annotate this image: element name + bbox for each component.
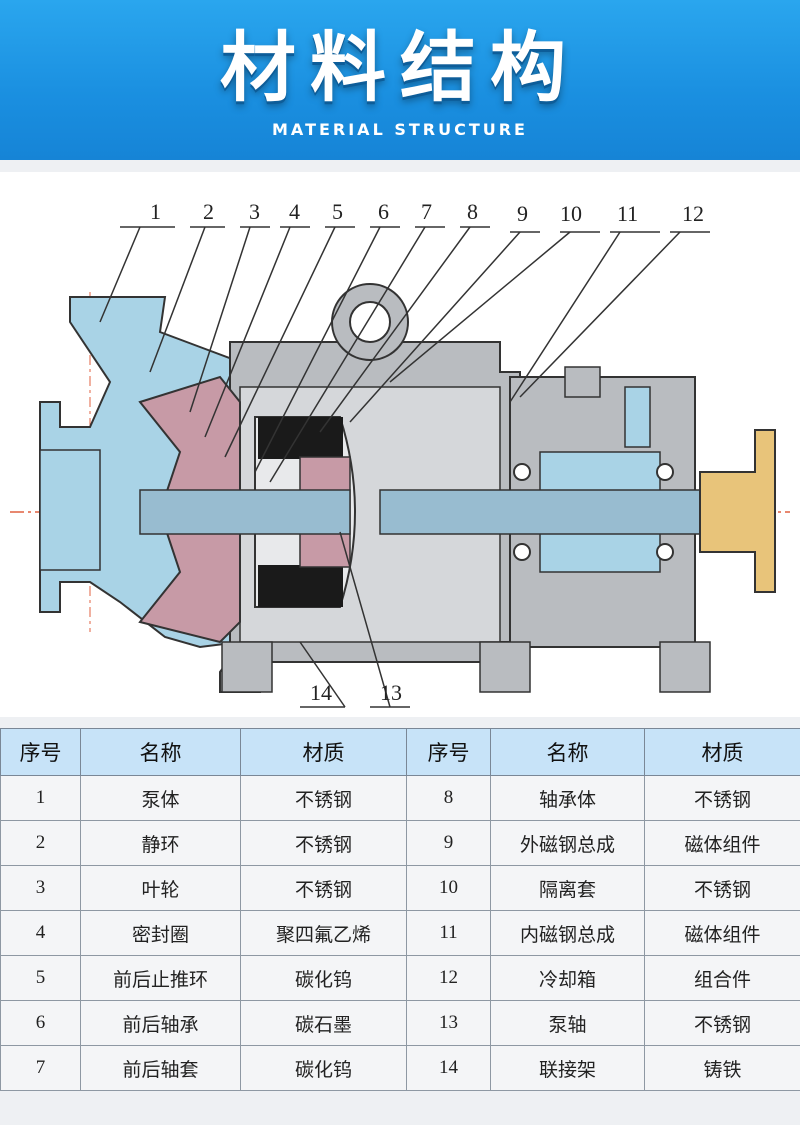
bearing-ball <box>513 463 531 481</box>
cell-index: 5 <box>0 955 81 1001</box>
cell-name: 前后轴套 <box>80 1045 241 1091</box>
pump-shaft <box>139 489 351 535</box>
cell-index: 12 <box>406 955 491 1001</box>
header-name: 名称 <box>490 728 645 776</box>
oil-tube <box>624 386 651 448</box>
cell-material: 碳化钨 <box>240 1045 407 1091</box>
page-subtitle: MATERIAL STRUCTURE <box>272 120 528 139</box>
cell-name: 泵体 <box>80 775 241 821</box>
table-row: 7 前后轴套 碳化钨 14 联接架 铸铁 <box>0 1045 800 1091</box>
callout-9: 9 <box>517 201 528 226</box>
cell-name: 隔离套 <box>490 865 645 911</box>
cell-index: 8 <box>406 775 491 821</box>
cell-name: 静环 <box>80 820 241 866</box>
middle-foot <box>479 641 531 693</box>
cell-index: 4 <box>0 910 81 956</box>
cell-material: 聚四氟乙烯 <box>240 910 407 956</box>
callout-8: 8 <box>467 199 478 224</box>
header-banner: 材料结构 MATERIAL STRUCTURE <box>0 0 800 160</box>
table-row: 4 密封圈 聚四氟乙烯 11 内磁钢总成 磁体组件 <box>0 910 800 956</box>
table-row: 3 叶轮 不锈钢 10 隔离套 不锈钢 <box>0 865 800 911</box>
callout-11: 11 <box>617 201 638 226</box>
cell-material: 不锈钢 <box>240 775 407 821</box>
cell-index: 2 <box>0 820 81 866</box>
pump-inlet <box>39 449 101 571</box>
cell-name: 前后止推环 <box>80 955 241 1001</box>
coupling <box>699 429 776 593</box>
cell-material: 不锈钢 <box>240 865 407 911</box>
cell-index: 7 <box>0 1045 81 1091</box>
cell-material: 不锈钢 <box>240 820 407 866</box>
table-row: 6 前后轴承 碳石墨 13 泵轴 不锈钢 <box>0 1000 800 1046</box>
material-table: 序号 名称 材质 序号 名称 材质 1 泵体 不锈钢 8 轴承体 不锈钢 2 静… <box>0 728 800 1091</box>
cell-index: 6 <box>0 1000 81 1046</box>
callout-6: 6 <box>378 199 389 224</box>
cell-material: 不锈钢 <box>644 1000 800 1046</box>
cell-index: 10 <box>406 865 491 911</box>
cell-material: 碳化钨 <box>240 955 407 1001</box>
callout-14: 14 <box>310 680 332 705</box>
cell-name: 内磁钢总成 <box>490 910 645 956</box>
table-header-row: 序号 名称 材质 序号 名称 材质 <box>0 728 800 776</box>
table-row: 5 前后止推环 碳化钨 12 冷却箱 组合件 <box>0 955 800 1001</box>
front-foot <box>221 641 273 693</box>
header-index: 序号 <box>0 728 81 776</box>
table-row: 2 静环 不锈钢 9 外磁钢总成 磁体组件 <box>0 820 800 866</box>
cell-material: 不锈钢 <box>644 865 800 911</box>
outer-magnet-bottom <box>258 565 343 607</box>
callout-1: 1 <box>150 199 161 224</box>
callout-13: 13 <box>380 680 402 705</box>
drive-shaft <box>379 489 721 535</box>
cell-index: 14 <box>406 1045 491 1091</box>
page-title: 材料结构 <box>220 23 580 112</box>
cell-material: 铸铁 <box>644 1045 800 1091</box>
rear-foot <box>659 641 711 693</box>
callout-4: 4 <box>289 199 300 224</box>
cell-name: 外磁钢总成 <box>490 820 645 866</box>
pump-structure-diagram: 1 2 3 4 5 6 7 8 9 10 11 12 13 14 <box>0 172 800 717</box>
cell-name: 联接架 <box>490 1045 645 1091</box>
cell-name: 冷却箱 <box>490 955 645 1001</box>
header-material: 材质 <box>644 728 800 776</box>
cell-index: 1 <box>0 775 81 821</box>
outer-magnet-top <box>258 417 343 459</box>
cell-name: 叶轮 <box>80 865 241 911</box>
callout-5: 5 <box>332 199 343 224</box>
pump-cross-section: 1 2 3 4 5 6 7 8 9 10 11 12 13 14 <box>10 199 790 708</box>
cell-material: 不锈钢 <box>644 775 800 821</box>
cell-index: 11 <box>406 910 491 956</box>
bearing-ball <box>656 543 674 561</box>
callout-2: 2 <box>203 199 214 224</box>
callout-7: 7 <box>421 199 432 224</box>
cell-material: 磁体组件 <box>644 820 800 866</box>
callout-10: 10 <box>560 201 582 226</box>
cell-material: 磁体组件 <box>644 910 800 956</box>
cell-name: 轴承体 <box>490 775 645 821</box>
cell-index: 9 <box>406 820 491 866</box>
bearing-ball <box>513 543 531 561</box>
callout-3: 3 <box>249 199 260 224</box>
cell-material: 碳石墨 <box>240 1000 407 1046</box>
callout-12: 12 <box>682 201 704 226</box>
callout-leaders <box>99 226 710 708</box>
bearing-ball <box>656 463 674 481</box>
header-index: 序号 <box>406 728 491 776</box>
header-material: 材质 <box>240 728 407 776</box>
cell-name: 前后轴承 <box>80 1000 241 1046</box>
table-row: 1 泵体 不锈钢 8 轴承体 不锈钢 <box>0 775 800 821</box>
oil-cap <box>564 366 601 398</box>
lifting-eye-hole <box>349 301 391 343</box>
cell-index: 3 <box>0 865 81 911</box>
cell-name: 密封圈 <box>80 910 241 956</box>
header-name: 名称 <box>80 728 241 776</box>
cell-name: 泵轴 <box>490 1000 645 1046</box>
cell-index: 13 <box>406 1000 491 1046</box>
cell-material: 组合件 <box>644 955 800 1001</box>
